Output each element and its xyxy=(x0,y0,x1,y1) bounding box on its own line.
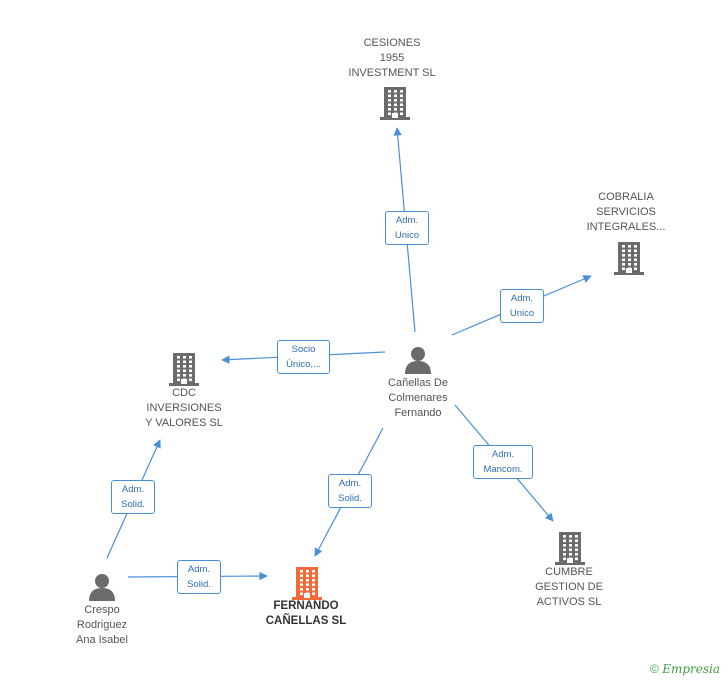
brand-name: Empresia xyxy=(662,662,720,676)
node-label-crespo[interactable]: Crespo Rodriguez Ana Isabel xyxy=(76,604,128,646)
edge-label-canellas_person-to-cobralia[interactable]: Adm. Unico xyxy=(500,289,544,323)
edge-label-crespo-to-fernando_sl[interactable]: Adm. Solid. xyxy=(177,560,221,594)
edge-label-canellas_person-to-cdc[interactable]: Socio Único,... xyxy=(277,340,330,374)
node-label-canellas_person[interactable]: Cañellas De Colmenares Fernando xyxy=(388,377,448,419)
building-icon-cesiones[interactable] xyxy=(380,86,410,125)
node-label-cumbre[interactable]: CUMBRE GESTION DE ACTIVOS SL xyxy=(535,566,603,608)
edge-label-crespo-to-cdc[interactable]: Adm. Solid. xyxy=(111,480,155,514)
building-icon-cobralia[interactable] xyxy=(614,241,644,280)
edge-label-canellas_person-to-fernando_sl[interactable]: Adm. Solid. xyxy=(328,474,372,508)
footer-brand: © Empresia xyxy=(650,662,720,676)
edge-label-canellas_person-to-cumbre[interactable]: Adm. Mancom. xyxy=(473,445,533,479)
building-icon-cumbre[interactable] xyxy=(555,531,585,570)
node-label-cobralia[interactable]: COBRALIA SERVICIOS INTEGRALES... xyxy=(586,191,666,233)
building-icon-fernando_sl[interactable] xyxy=(292,566,322,605)
copyright-symbol: © xyxy=(650,662,659,676)
building-icon-cdc[interactable] xyxy=(169,352,199,391)
edge-label-canellas_person-to-cesiones[interactable]: Adm. Unico xyxy=(385,211,429,245)
node-label-cesiones[interactable]: CESIONES 1955 INVESTMENT SL xyxy=(348,37,436,79)
person-icon-crespo[interactable] xyxy=(87,573,117,606)
node-label-fernando_sl[interactable]: FERNANDO CAÑELLAS SL xyxy=(265,600,347,627)
node-label-cdc[interactable]: CDC INVERSIONES Y VALORES SL xyxy=(145,387,223,429)
person-icon-canellas_person[interactable] xyxy=(403,346,433,379)
